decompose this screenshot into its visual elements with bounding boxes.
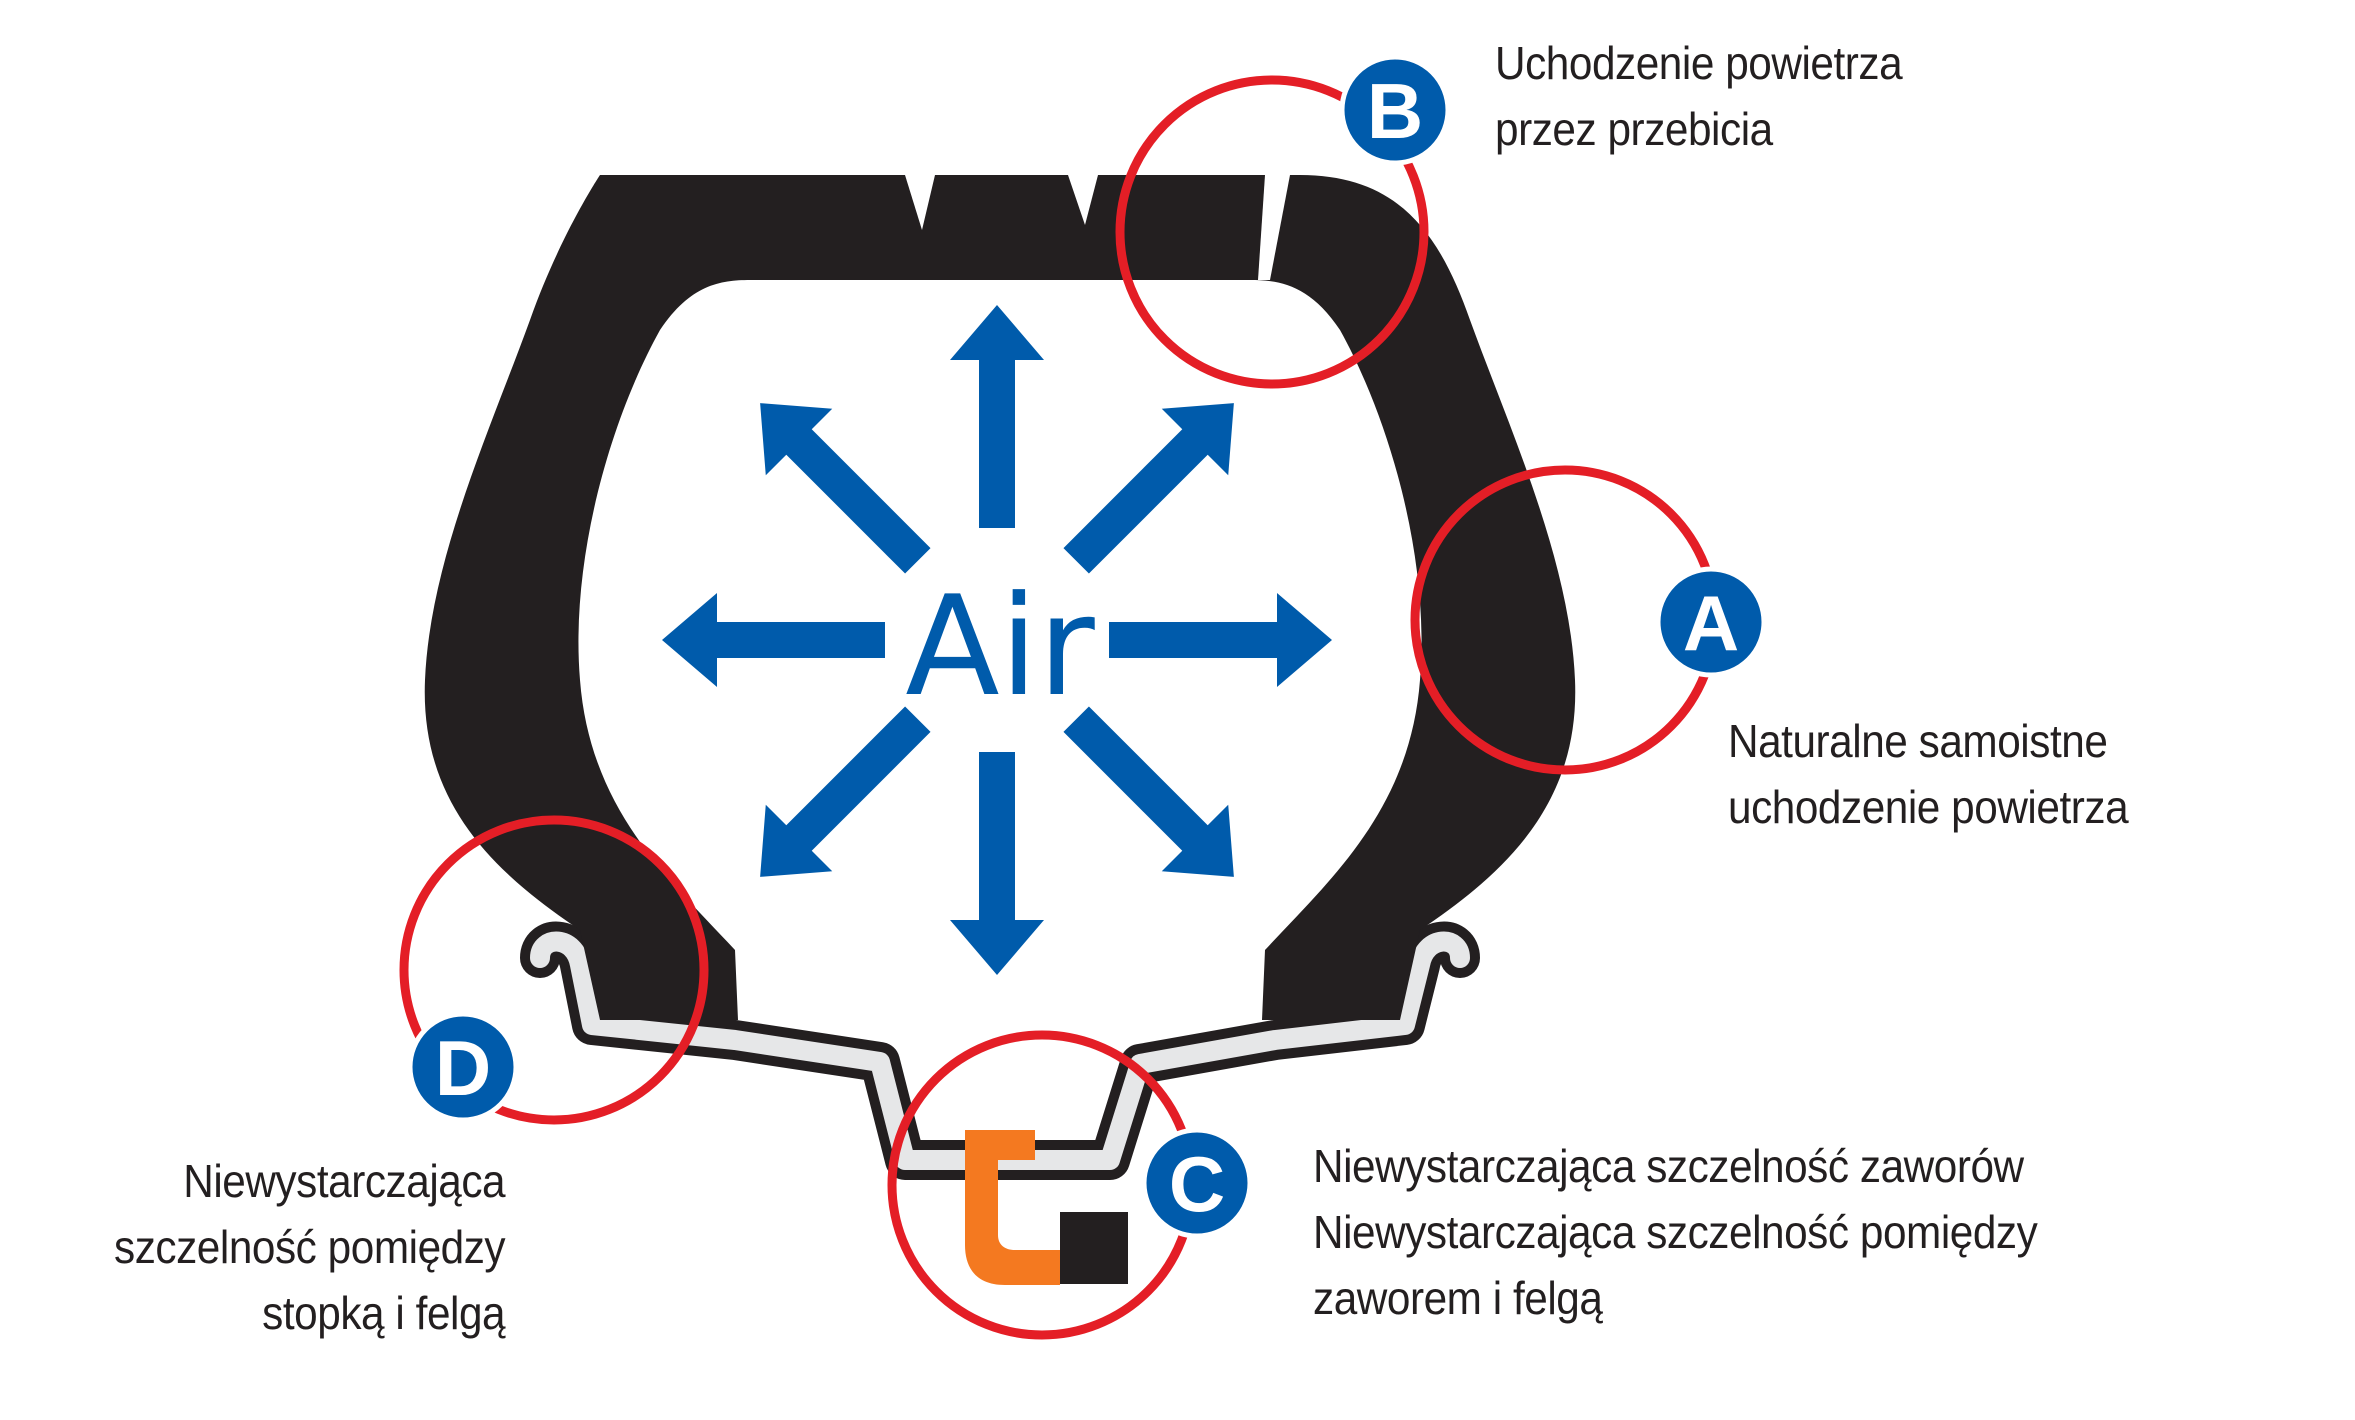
valve-stem-icon	[965, 1130, 1060, 1285]
caption-d: Niewystarczająca szczelność pomiędzy sto…	[113, 1148, 506, 1346]
caption-a-line-2: uchodzenie powietrza	[1728, 781, 2129, 833]
svg-text:B: B	[1367, 67, 1423, 155]
svg-text:A: A	[1683, 579, 1739, 667]
caption-c-line-2: Niewystarczająca szczelność pomiędzy	[1313, 1206, 2038, 1258]
caption-b: Uchodzenie powietrza przez przebicia	[1495, 30, 1903, 162]
valve	[965, 1130, 1128, 1285]
marker-badge-a: A	[1655, 566, 1767, 678]
arrow-up-left-icon	[760, 403, 931, 574]
caption-b-line-1: Uchodzenie powietrza	[1495, 37, 1903, 89]
arrow-up-icon	[950, 305, 1044, 528]
svg-text:D: D	[435, 1024, 491, 1112]
tire	[424, 175, 1576, 1020]
caption-d-line-3: stopką i felgą	[262, 1287, 505, 1339]
marker-badge-b: B	[1339, 54, 1451, 166]
tread-groove	[1068, 175, 1098, 225]
valve-cap-icon	[1060, 1212, 1128, 1284]
highlight-circle-d	[399, 815, 709, 1125]
air-arrows	[662, 305, 1332, 975]
caption-c-line-3: zaworem i felgą	[1313, 1272, 1603, 1324]
arrow-up-right-icon	[1063, 403, 1234, 574]
caption-d-line-2: szczelność pomiędzy	[113, 1221, 506, 1273]
puncture	[1258, 175, 1290, 280]
caption-a: Naturalne samoistne uchodzenie powietrza	[1728, 708, 2129, 840]
caption-c: Niewystarczająca szczelność zaworów Niew…	[1313, 1133, 2038, 1331]
caption-a-line-1: Naturalne samoistne	[1728, 715, 2108, 767]
caption-c-line-1: Niewystarczająca szczelność zaworów	[1313, 1140, 2024, 1192]
arrow-left-icon	[662, 593, 885, 687]
arrow-down-left-icon	[760, 706, 931, 877]
arrow-right-icon	[1109, 593, 1332, 687]
caption-b-line-2: przez przebicia	[1495, 103, 1773, 155]
air-label: Air	[905, 566, 1095, 727]
caption-d-line-1: Niewystarczająca	[183, 1155, 505, 1207]
arrow-down-icon	[950, 752, 1044, 975]
marker-badge-d: D	[407, 1011, 519, 1123]
marker-badge-c: C	[1141, 1127, 1253, 1239]
arrow-down-right-icon	[1063, 706, 1234, 877]
highlight-circle-b	[1115, 75, 1429, 389]
svg-text:C: C	[1169, 1140, 1225, 1228]
tread-groove	[905, 175, 935, 230]
